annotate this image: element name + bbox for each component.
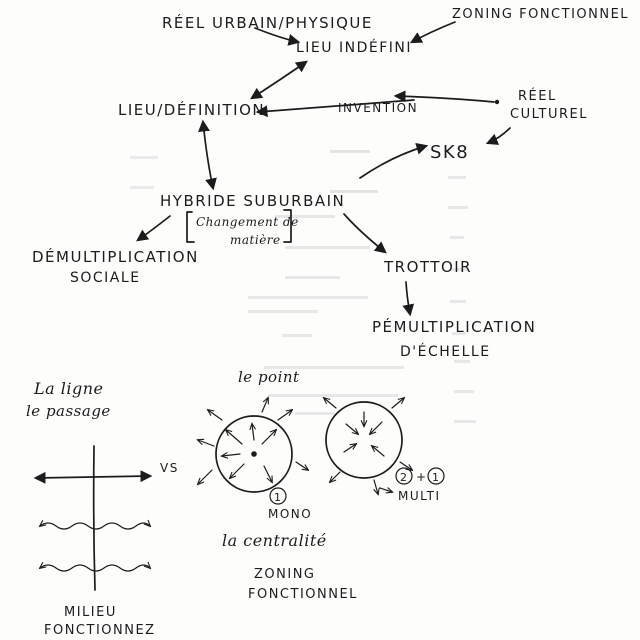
label-multi: MULTI — [398, 489, 441, 503]
multi-inward-arrows — [324, 398, 412, 494]
multi-number-a: 2 — [400, 471, 409, 484]
multi-number-circle-a — [395, 467, 413, 485]
mono-centre-dot — [251, 451, 257, 457]
right-bracket — [283, 209, 292, 243]
node-reel-culturel-1: RÉEL — [518, 88, 557, 104]
mono-radiating-arrows — [198, 398, 308, 484]
arrow-hybride-to-trottoir — [343, 213, 387, 254]
label-milieu-2: FONCTIONNEZ — [44, 623, 156, 638]
mono-number: 1 — [274, 491, 283, 504]
node-trottoir: TROTTOIR — [383, 258, 472, 276]
node-reel-urbain: RÉEL URBAIN/PHYSIQUE — [162, 13, 373, 32]
label-mono: MONO — [268, 507, 312, 521]
left-bracket — [186, 211, 195, 243]
label-milieu-1: MILIEU — [64, 605, 117, 620]
node-pemultiplication-1: PÉMULTIPLICATION — [372, 317, 536, 336]
label-le-passage: le passage — [26, 402, 111, 420]
arrow-reel-urbain-to-lieu-indefini — [254, 27, 301, 46]
wavy-arrow-2 — [40, 565, 150, 572]
mono-number-circle — [269, 487, 287, 505]
note-changement-2: matière — [230, 233, 281, 247]
arrow-trottoir-to-pemultiplication — [402, 281, 415, 317]
arrow-reel-culturel-to-invention — [393, 90, 495, 103]
arrow-hybride-to-sk8 — [359, 142, 429, 179]
label-vs: VS — [160, 461, 179, 475]
node-hybride-suburbain: HYBRIDE SUBURBAIN — [160, 192, 345, 210]
label-le-point: le point — [238, 368, 300, 386]
node-zoning-top: ZONING FONCTIONNEL — [452, 7, 629, 22]
vertical-line — [92, 445, 96, 591]
node-sk8: SK8 — [430, 142, 469, 163]
label-centralite: la centralité — [222, 531, 327, 550]
bleed-through-text — [130, 150, 476, 423]
arrow-lieu-definition-hybride — [198, 119, 217, 191]
arrow-reel-culturel-to-sk8 — [485, 127, 511, 145]
crossing-arrow-1 — [33, 470, 153, 484]
dot-reel-culturel — [494, 99, 500, 105]
multi-number-b: 1 — [432, 471, 441, 484]
node-demultiplication-1: DÉMULTIPLICATION — [32, 247, 199, 266]
node-reel-culturel-2: CULTUREL — [510, 107, 588, 122]
circle-mono — [215, 415, 293, 493]
label-zoning-2: FONCTIONNEL — [248, 587, 358, 602]
arrow-lieu-indefini-lieu-definition — [249, 60, 308, 100]
multi-number-circle-b — [427, 467, 445, 485]
node-demultiplication-2: SOCIALE — [70, 270, 141, 286]
circle-multi — [325, 401, 403, 479]
concept-arrows — [136, 21, 511, 317]
multi-pointer-arrow — [379, 488, 392, 492]
label-la-ligne: La ligne — [33, 379, 104, 398]
node-lieu-definition: LIEU/DÉFINITION — [118, 100, 265, 119]
node-pemultiplication-2: D'ÉCHELLE — [400, 343, 491, 360]
multi-plus: + — [416, 470, 428, 484]
node-lieu-indefini: LIEU INDÉFINI — [296, 39, 412, 56]
wavy-arrow-1 — [40, 523, 150, 530]
arrow-zoning-to-lieu-indefini — [409, 21, 456, 44]
label-zoning-1: ZONING — [254, 567, 316, 582]
arrow-hybride-to-demultiplication — [136, 215, 171, 242]
note-changement-1: Changement de — [196, 215, 299, 229]
